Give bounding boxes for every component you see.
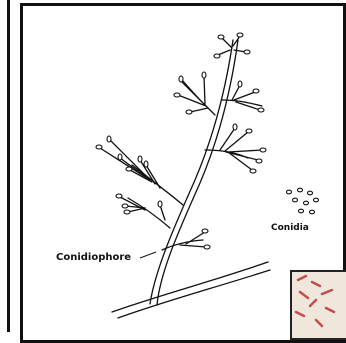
micrograph-inset (290, 270, 346, 340)
hypha-inner (118, 270, 270, 318)
main-stalk (150, 40, 233, 304)
phialide-tips (96, 33, 266, 249)
branch-lower-left (128, 198, 170, 228)
conidia-cluster (287, 188, 319, 214)
micrograph-cells (292, 272, 346, 340)
conidiophore-label: Conidiophore (56, 252, 131, 263)
branch-upper-right (222, 100, 262, 106)
conidia-label: Conidia (271, 223, 309, 233)
branch-top (222, 38, 232, 48)
hypha (112, 262, 268, 312)
